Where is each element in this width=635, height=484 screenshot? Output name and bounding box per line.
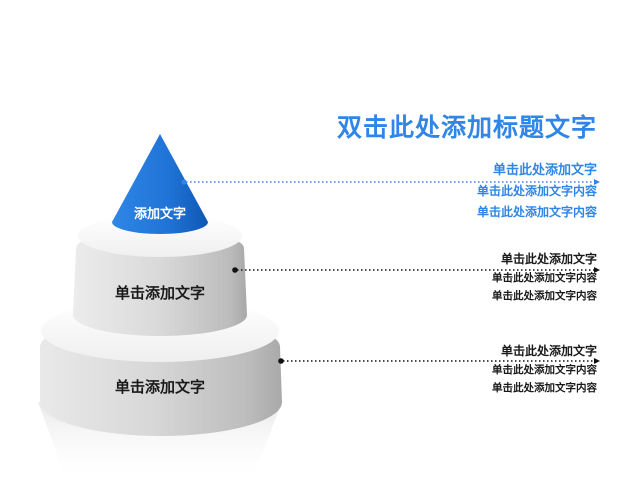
description-line: 单击此处添加文字内容: [492, 290, 597, 302]
slide-title[interactable]: 双击此处添加标题文字: [336, 113, 597, 142]
description-block-2[interactable]: 单击此处添加文字 单击此处添加文字内容 单击此处添加文字内容: [492, 250, 597, 305]
description-block-3[interactable]: 单击此处添加文字 单击此处添加文字内容 单击此处添加文字内容: [492, 342, 597, 397]
connector-dot-1: [181, 179, 187, 185]
description-line: 单击此处添加文字内容: [492, 272, 597, 284]
connector-arrow-2: [594, 267, 600, 273]
description-heading: 单击此处添加文字: [500, 252, 597, 266]
description-heading: 单击此处添加文字: [500, 344, 597, 358]
description-line: 单击此处添加文字内容: [476, 184, 597, 198]
tier-top-label: 添加文字: [134, 206, 186, 222]
description-heading: 单击此处添加文字: [492, 163, 597, 178]
description-line: 单击此处添加文字内容: [492, 364, 597, 376]
connector-arrow-1: [594, 179, 600, 185]
connector-lines: [181, 179, 600, 364]
connector-arrow-3: [594, 358, 600, 364]
tier-bottom-label: 单击添加文字: [115, 378, 205, 396]
description-line: 单击此处添加文字内容: [476, 205, 597, 219]
description-line: 单击此处添加文字内容: [492, 382, 597, 394]
tier-top-cone: [112, 134, 208, 234]
tier-middle-label: 单击添加文字: [115, 284, 205, 302]
connector-dot-2: [232, 267, 238, 273]
description-block-1[interactable]: 单击此处添加文字 单击此处添加文字内容 单击此处添加文字内容: [477, 160, 597, 223]
connector-dot-3: [278, 358, 284, 364]
